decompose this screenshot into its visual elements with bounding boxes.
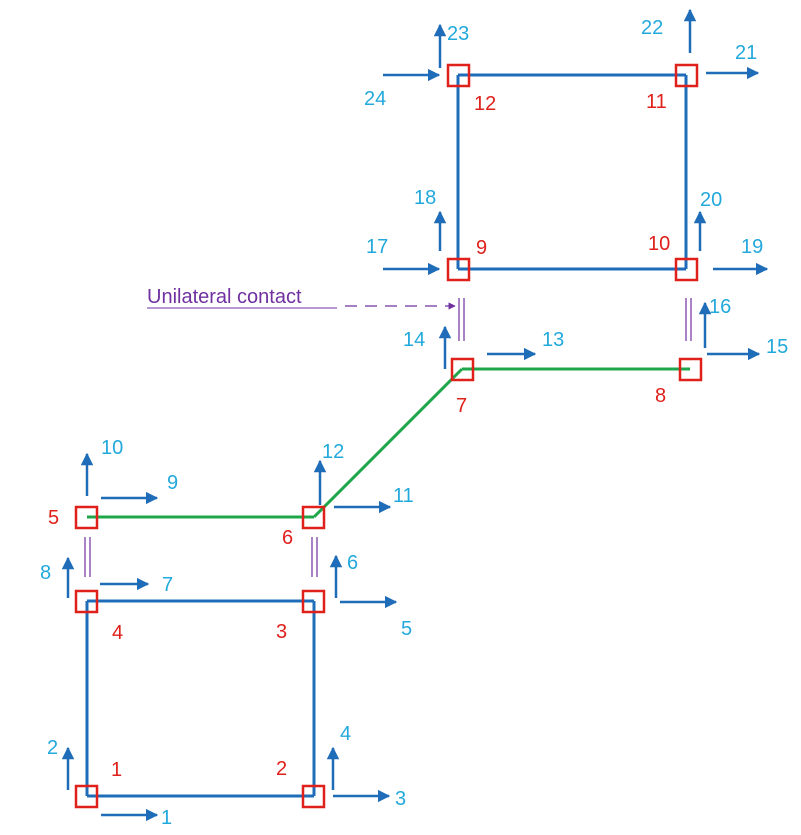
node-4-box <box>74 589 99 614</box>
node-label-1: 1 <box>111 759 122 781</box>
dof-label-3: 3 <box>395 788 406 810</box>
contact-gaps <box>84 298 692 577</box>
node-label-9: 9 <box>476 237 487 259</box>
node-1-box <box>74 784 99 809</box>
unilateral-contact-annotation: Unilateral contact <box>147 286 456 310</box>
dof-label-8: 8 <box>40 562 51 584</box>
dof-labels: 1 2 3 4 5 6 7 8 9 10 11 12 13 14 15 16 1… <box>40 17 788 829</box>
node-8-box <box>678 357 703 382</box>
node-label-5: 5 <box>48 507 59 529</box>
node-5-box <box>74 505 99 530</box>
node-label-11: 11 <box>646 91 667 113</box>
contact-gap-10-8 <box>685 298 692 341</box>
green-link-diagonal-segment <box>312 367 464 519</box>
upper-frame <box>456 73 688 271</box>
dof-label-6: 6 <box>347 552 358 574</box>
dof-label-20: 20 <box>700 189 722 211</box>
dof-label-5: 5 <box>401 618 412 640</box>
node-label-12: 12 <box>474 93 496 115</box>
node-11-box <box>674 63 699 88</box>
node-9-box <box>446 257 471 282</box>
node-10-box <box>674 257 699 282</box>
dof-label-4: 4 <box>340 723 351 745</box>
dof-label-9: 9 <box>167 472 178 494</box>
dof-label-24: 24 <box>364 88 386 110</box>
dof-label-19: 19 <box>741 236 763 258</box>
node-label-2: 2 <box>276 758 287 780</box>
dof-label-17: 17 <box>366 236 388 258</box>
dof-label-13: 13 <box>542 329 564 351</box>
node-6-box <box>301 505 326 530</box>
dof-label-7: 7 <box>162 574 173 596</box>
dof-label-23: 23 <box>447 23 469 45</box>
node-3-box <box>301 589 326 614</box>
node-boxes <box>74 63 703 809</box>
node-label-6: 6 <box>282 527 293 549</box>
dof-label-2: 2 <box>47 737 58 759</box>
dof-label-14: 14 <box>403 329 425 351</box>
lower-frame <box>85 599 316 798</box>
contact-gap-4-5 <box>84 537 91 577</box>
dof-label-16: 16 <box>709 296 731 318</box>
dof-label-10: 10 <box>101 437 123 459</box>
dof-label-11: 11 <box>393 485 414 507</box>
node-12-box <box>446 63 471 88</box>
contact-gap-9-7 <box>458 298 465 341</box>
dof-label-22: 22 <box>641 17 663 39</box>
node-label-8: 8 <box>655 385 666 407</box>
dof-label-15: 15 <box>766 336 788 358</box>
green-link <box>87 367 690 519</box>
node-label-4: 4 <box>112 622 123 644</box>
dof-label-1: 1 <box>161 807 172 829</box>
node-labels: 1 2 3 4 5 6 7 8 9 10 11 12 <box>48 91 670 781</box>
unilateral-contact-label: Unilateral contact <box>147 286 302 308</box>
node-2-box <box>301 784 326 809</box>
contact-gap-3-6 <box>311 537 318 577</box>
node-7-box <box>450 357 475 382</box>
node-label-10: 10 <box>648 233 670 255</box>
node-label-3: 3 <box>276 621 287 643</box>
dof-label-21: 21 <box>735 42 757 64</box>
dof-label-12: 12 <box>322 441 344 463</box>
dof-arrows <box>61 8 769 822</box>
dof-label-18: 18 <box>414 187 436 209</box>
node-label-7: 7 <box>456 395 467 417</box>
